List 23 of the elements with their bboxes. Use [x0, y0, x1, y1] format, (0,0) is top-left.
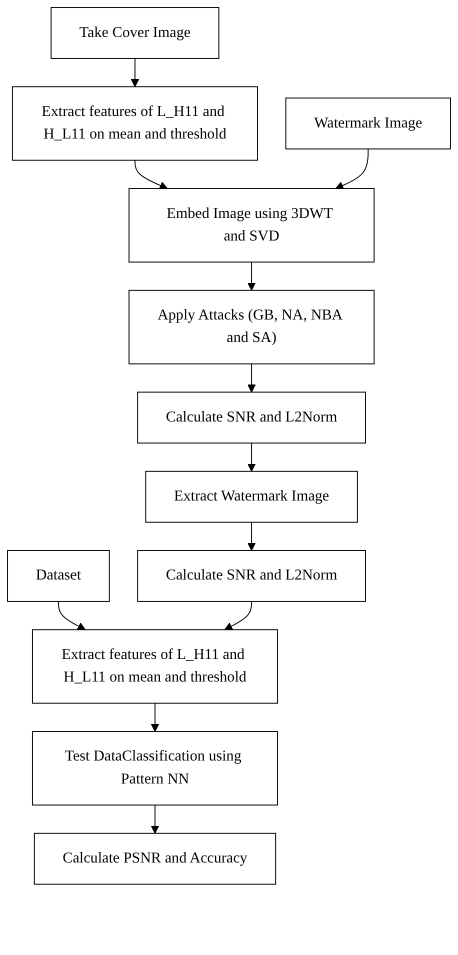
node-box: Extract Watermark Image — [145, 470, 358, 523]
node-box: Dataset — [7, 550, 110, 602]
arrow — [224, 600, 252, 630]
arrow — [247, 442, 256, 472]
node-box: Calculate SNR and L2Norm — [137, 392, 366, 444]
node-box: Calculate PSNR and Accuracy — [34, 832, 276, 885]
arrow — [150, 702, 160, 732]
node-box: Watermark Image — [285, 98, 451, 150]
arrow — [247, 363, 256, 393]
arrow — [134, 160, 168, 190]
node-box: Extract features of L_H11 and H_L11 on mean and threshold — [12, 86, 258, 161]
arrow — [58, 600, 86, 630]
arrow — [150, 804, 160, 834]
arrow — [247, 522, 256, 551]
node-box: Extract features of L_H11 and H_L11 on mean and threshold — [32, 629, 278, 704]
arrow — [130, 58, 140, 88]
arrow — [247, 262, 256, 291]
node-box: Calculate SNR and L2Norm — [137, 550, 366, 602]
arrow — [335, 148, 369, 190]
node-box: Take Cover Image — [50, 7, 220, 59]
node-box: Embed Image using 3DWT and SVD — [128, 188, 375, 263]
node-box: Test DataClassification using Pattern NN — [32, 731, 278, 806]
node-box: Apply Attacks (GB, NA, NBA and SA) — [128, 290, 375, 364]
